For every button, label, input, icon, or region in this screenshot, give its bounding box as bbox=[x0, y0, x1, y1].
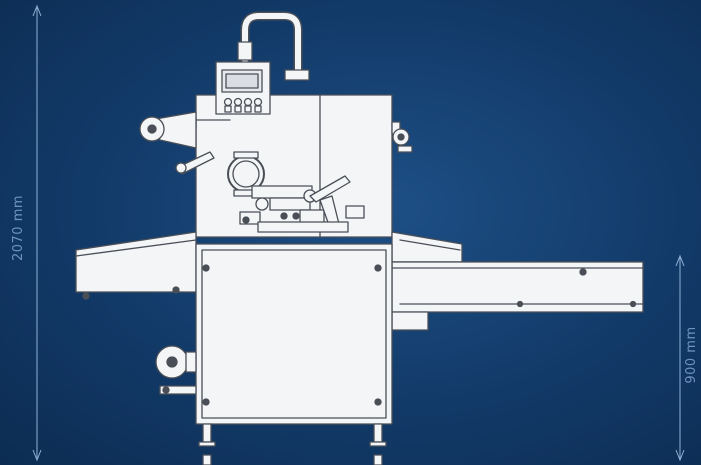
film-ring bbox=[227, 151, 265, 197]
upper-frame bbox=[179, 94, 401, 238]
outfeed-guide bbox=[391, 231, 463, 263]
dimension-table-height-label: 900 mm bbox=[684, 326, 699, 383]
dimension-total-height-label: 2070 mm bbox=[11, 195, 26, 261]
sealing-unit bbox=[239, 175, 365, 233]
cable-hose bbox=[237, 11, 310, 81]
tension-arm bbox=[175, 151, 215, 175]
infeed-conveyor bbox=[75, 231, 197, 300]
machine-feet bbox=[198, 423, 387, 465]
dimension-table-height: 900 mm bbox=[675, 254, 699, 462]
outfeed-conveyor bbox=[391, 261, 644, 331]
lower-cabinet bbox=[195, 243, 393, 425]
dimension-total-height: 2070 mm bbox=[11, 4, 42, 462]
film-reel-left bbox=[139, 111, 197, 149]
roller-right bbox=[392, 128, 413, 153]
control-panel bbox=[215, 61, 271, 115]
film-reel-lower bbox=[155, 345, 197, 395]
